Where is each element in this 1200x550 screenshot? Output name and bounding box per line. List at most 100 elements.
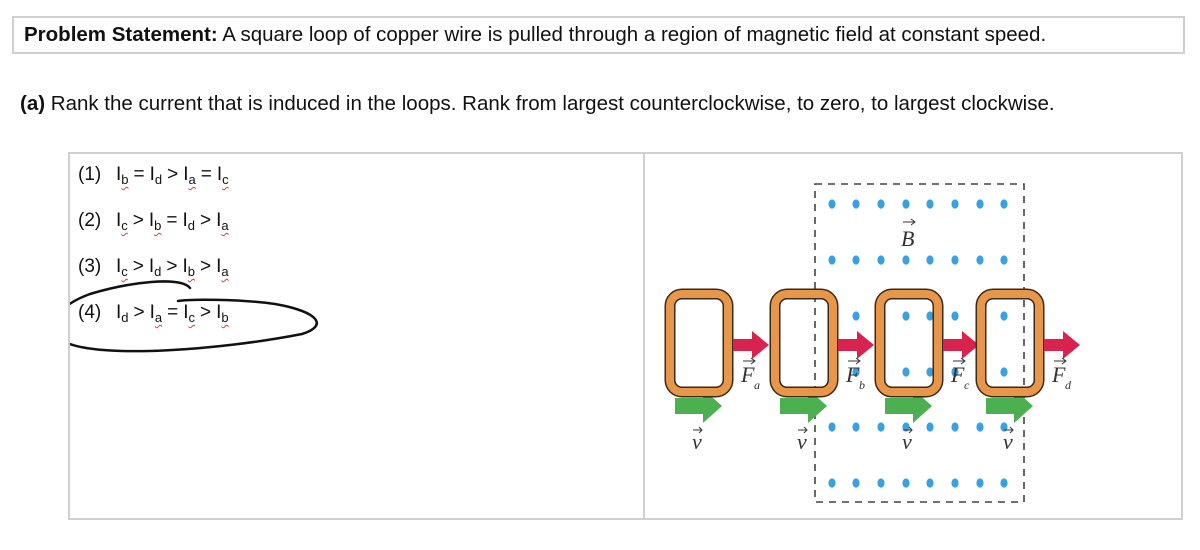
force-arrow-d [1044,331,1080,359]
field-region-boundary [814,183,1025,503]
comparison-operator: > [200,302,212,323]
current-Ia: Ia [183,164,196,187]
part-a-label: (a) [20,92,46,115]
loop-a-inner [674,298,724,388]
field-dot [902,255,910,265]
current-Ic: Ic [116,210,128,233]
current-Ia: Ia [216,256,229,279]
option-number: (4) [78,302,102,323]
loop-c-inner [884,298,934,388]
force-label-d: F [1051,362,1066,387]
current-Id: Id [149,164,163,187]
force-subscript-b: b [859,378,865,392]
comparison-operator: = [166,210,178,231]
problem-label: Problem Statement: [24,23,218,46]
field-dot [1000,311,1008,321]
vector-arrow-icon [1004,426,1014,434]
comparison-operator: = [200,164,212,185]
field-dot [951,367,959,377]
current-Ic: Ic [116,256,128,279]
force-label-c: F [950,362,965,387]
force-label-b: F [845,362,860,387]
field-dot [902,199,910,209]
answer-table: (1)Ib=Id>Ia=Ic(2)Ic>Ib=Id>Ia(3)Ic>Id>Ib>… [68,152,1183,520]
field-dot [951,255,959,265]
field-dot [951,311,959,321]
field-dot [852,422,860,432]
loop-c-edge [874,288,944,398]
field-dot [976,478,984,488]
copper-loop-a [666,290,732,396]
field-dot [828,255,836,265]
problem-statement: Problem Statement: A square loop of copp… [12,16,1185,54]
loop-d-edge [975,288,1045,398]
field-dot [902,478,910,488]
field-dot [852,255,860,265]
problem-text: A square loop of copper wire is pulled t… [217,23,1047,46]
field-dot [951,199,959,209]
vector-arrow-icon [693,426,703,434]
field-dot [926,422,934,432]
force-arrow-a [733,331,769,359]
comparison-operator: > [132,256,144,277]
option-number: (2) [78,210,102,231]
vector-arrow-icon [848,357,861,365]
part-a-text: Rank the current that is induced in the … [45,92,1055,115]
question-part-a: (a) Rank the current that is induced in … [20,92,1055,116]
comparison-operator: > [200,210,212,231]
velocity-label-b: v [797,429,807,454]
field-dot [976,255,984,265]
field-dot [926,478,934,488]
current-Ib: Ib [182,256,196,279]
field-dot [926,311,934,321]
force-subscript-c: c [964,378,970,392]
field-dot [852,367,860,377]
field-dot [828,422,836,432]
current-Id: Id [116,302,129,325]
field-dot [828,199,836,209]
loop-a-edge [664,288,734,398]
force-subscript-a: a [754,378,760,392]
field-dot [1000,255,1008,265]
field-dot [852,478,860,488]
field-dot [1000,367,1008,377]
answer-option-2[interactable]: (2)Ic>Ib=Id>Ia [78,210,229,233]
current-Ia: Ia [216,210,229,233]
answer-option-4[interactable]: (4)Id>Ia=Ic>Ib [78,302,229,325]
loop-b-inner [779,298,829,388]
answer-option-3[interactable]: (3)Ic>Id>Ib>Ia [78,256,229,279]
table-divider [643,154,645,518]
field-dot [852,199,860,209]
field-dot [976,199,984,209]
copper-loop-b [771,290,837,396]
field-dot [926,255,934,265]
field-label: B [901,226,914,251]
vector-arrow-icon [903,426,913,434]
vector-arrow-icon [1054,357,1067,365]
field-dot [951,422,959,432]
option-number: (3) [78,256,102,277]
field-dot [877,422,885,432]
velocity-label-c: v [902,429,912,454]
velocity-label-d: v [1003,429,1013,454]
loop-b-edge [769,288,839,398]
comparison-operator: > [132,210,144,231]
current-Id: Id [148,256,162,279]
field-dot [1000,199,1008,209]
option-number: (1) [78,164,102,185]
answer-option-1[interactable]: (1)Ib=Id>Ia=Ic [78,164,229,187]
field-dot [951,478,959,488]
current-Id: Id [182,210,196,233]
comparison-operator: = [133,164,145,185]
field-dot [877,199,885,209]
field-dot [926,367,934,377]
field-dot [877,478,885,488]
comparison-operator: > [167,164,179,185]
field-dot [976,422,984,432]
force-subscript-d: d [1065,378,1072,392]
vector-arrow-icon [953,357,966,365]
force-arrow-c [943,331,979,359]
field-dot [1000,478,1008,488]
